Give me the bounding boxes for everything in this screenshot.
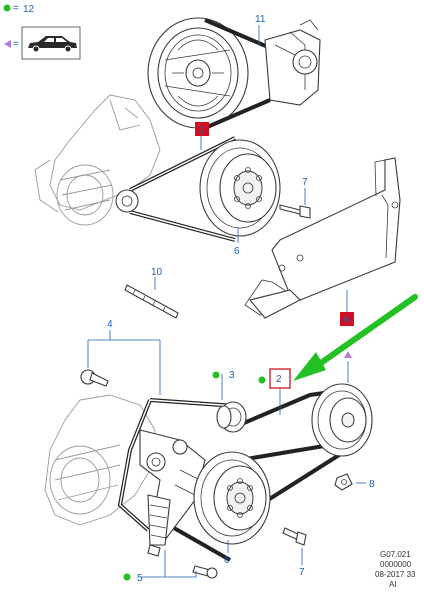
callout-9: 9 <box>344 315 349 325</box>
callout-11: 11 <box>255 14 266 25</box>
red-box-1 <box>195 122 209 136</box>
power-steering-pump <box>147 17 321 130</box>
crankshaft-pulley-top <box>199 139 281 237</box>
car-side-icon <box>28 36 77 53</box>
idler-pulley <box>216 401 247 433</box>
bolt-top <box>279 204 311 219</box>
green-dot-icon <box>123 573 131 581</box>
callout-1: 1 <box>199 125 204 135</box>
legend-qty-label: 12 <box>23 4 35 15</box>
ref-line-4: AI <box>389 580 397 589</box>
callout-3: 3 <box>229 370 235 381</box>
callout-7-bottom: 7 <box>299 567 305 578</box>
callout-6-top: 6 <box>234 246 240 257</box>
nut-8 <box>334 473 353 491</box>
ref-line-1: G07.021 <box>380 550 411 559</box>
drive-belt-bottom <box>117 388 357 562</box>
callouts: 11 1 7 6 9 10 4 3 2 8 7 6 5 <box>107 14 375 584</box>
belt-shield <box>244 157 401 319</box>
drawing-reference: G07.021 0000000 08-2017 33 AI <box>375 550 416 589</box>
legend: = 12 = <box>3 3 81 60</box>
bolt-5a <box>147 544 161 557</box>
alternator-top <box>34 94 161 226</box>
green-dot-icon <box>3 4 11 12</box>
callout-6-bottom: 6 <box>224 555 230 566</box>
ref-line-2: 0000000 <box>380 560 412 569</box>
svg-text:=: = <box>13 3 19 14</box>
stud <box>124 284 179 319</box>
green-dot-icon <box>212 371 220 379</box>
callout-10: 10 <box>151 267 163 278</box>
red-outline-box-2 <box>269 368 291 389</box>
bolt-left <box>80 369 109 387</box>
callout-5: 5 <box>137 573 143 584</box>
bolt-bottom-right <box>282 527 307 546</box>
purple-triangle-icon <box>4 40 11 48</box>
alternator-bottom <box>44 394 156 526</box>
red-box-9 <box>340 312 354 326</box>
svg-text:=: = <box>13 39 19 50</box>
green-dot-icon <box>258 376 266 384</box>
drive-belt-top <box>115 136 236 242</box>
callout-4: 4 <box>107 319 113 330</box>
callout-7-top: 7 <box>302 177 308 188</box>
water-pump-pulley <box>311 383 373 457</box>
leader-lines <box>87 25 366 578</box>
bolt-5b <box>192 565 218 579</box>
crankshaft-pulley-bottom <box>193 451 271 545</box>
callout-8: 8 <box>369 479 375 490</box>
arrow-icon <box>293 294 418 381</box>
purple-triangle-icon <box>344 351 352 358</box>
callout-2: 2 <box>276 374 282 385</box>
ref-line-3: 08-2017 33 <box>375 570 416 579</box>
belt-tensioner <box>139 429 206 546</box>
